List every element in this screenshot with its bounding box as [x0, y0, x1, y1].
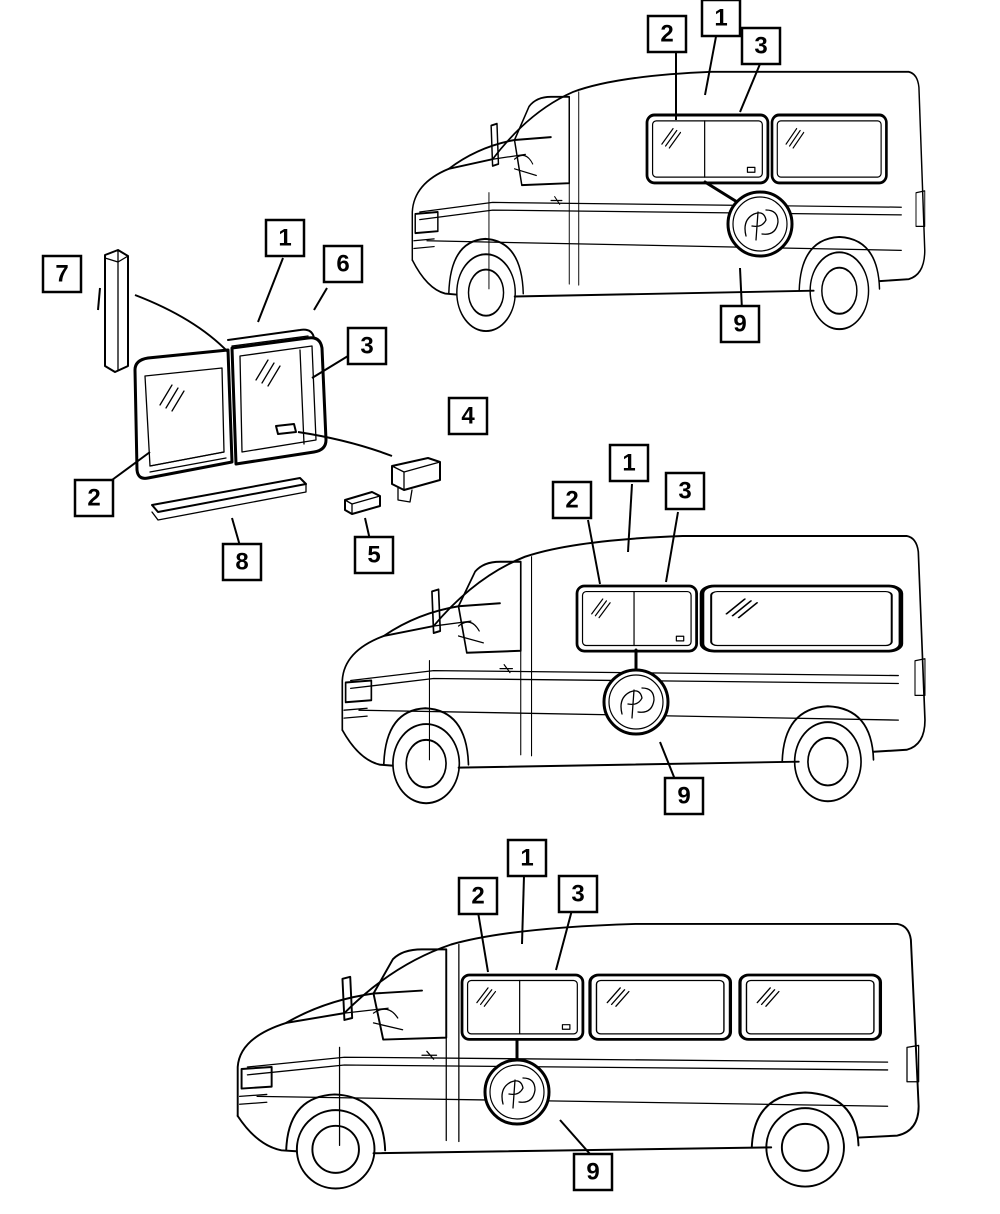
callout-exploded-4: 4 — [447, 396, 489, 436]
callout-van-bottom-3: 3 — [557, 874, 599, 914]
callout-van-middle-3: 3 — [664, 471, 706, 511]
svg-text:1: 1 — [622, 450, 635, 477]
svg-text:9: 9 — [677, 783, 690, 810]
svg-text:9: 9 — [586, 1159, 599, 1186]
callout-exploded-7: 7 — [41, 254, 83, 294]
callout-van-top-2: 2 — [646, 14, 688, 54]
van-bottom-windows — [460, 875, 883, 1155]
callout-exploded-5: 5 — [353, 535, 395, 575]
callout-exploded-8: 8 — [221, 542, 263, 582]
van-middle-windows — [575, 483, 901, 783]
svg-text:6: 6 — [336, 251, 349, 278]
callout-van-middle-1: 1 — [608, 443, 650, 483]
callout-van-top-3: 3 — [740, 26, 782, 66]
callout-exploded-2: 2 — [73, 478, 115, 518]
svg-text:5: 5 — [367, 542, 380, 569]
svg-text:3: 3 — [360, 333, 373, 360]
svg-text:9: 9 — [733, 311, 746, 338]
svg-text:1: 1 — [520, 845, 533, 872]
svg-text:8: 8 — [235, 549, 248, 576]
van-top-windows — [645, 25, 888, 311]
svg-text:4: 4 — [461, 403, 475, 430]
svg-text:3: 3 — [754, 33, 767, 60]
svg-text:2: 2 — [565, 487, 578, 514]
svg-text:3: 3 — [678, 478, 691, 505]
svg-text:7: 7 — [55, 261, 68, 288]
svg-text:2: 2 — [660, 21, 673, 48]
svg-text:1: 1 — [714, 5, 727, 32]
callout-van-middle-9: 9 — [663, 776, 705, 816]
van-top — [411, 70, 926, 333]
callout-van-bottom-1: 1 — [506, 838, 548, 878]
callout-van-bottom-9: 9 — [572, 1152, 614, 1192]
callout-van-bottom-2: 2 — [457, 876, 499, 916]
callout-van-top-9: 9 — [719, 304, 761, 344]
svg-text:1: 1 — [278, 225, 291, 252]
callout-van-top-1: 1 — [700, 0, 742, 38]
callout-exploded-1: 1 — [264, 218, 306, 258]
svg-text:2: 2 — [87, 485, 100, 512]
exploded-window-assembly — [97, 249, 441, 547]
callout-exploded-3: 3 — [346, 326, 388, 366]
callout-exploded-6: 6 — [322, 244, 364, 284]
van-bottom — [236, 922, 920, 1190]
svg-text:3: 3 — [571, 881, 584, 908]
callout-van-middle-2: 2 — [551, 480, 593, 520]
svg-text:2: 2 — [471, 883, 484, 910]
